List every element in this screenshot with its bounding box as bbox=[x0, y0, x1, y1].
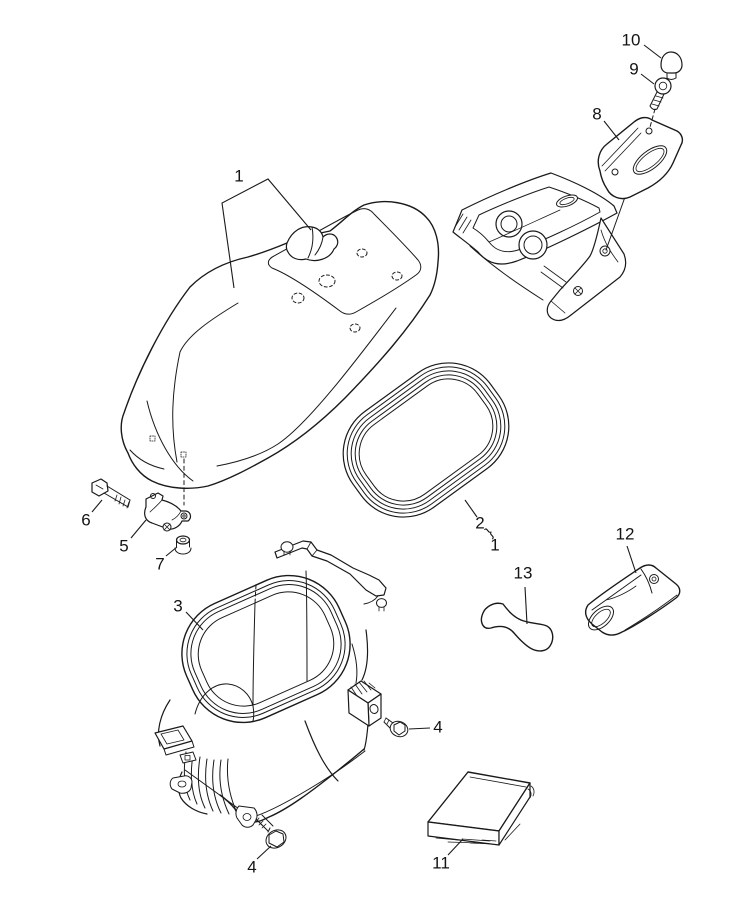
callout-1-leader bbox=[221, 178, 312, 289]
callout-13-leader bbox=[524, 586, 528, 625]
callout-12-label: 12 bbox=[616, 525, 635, 544]
frame-hatching bbox=[454, 213, 472, 234]
callout-2-label: 2 bbox=[475, 514, 484, 533]
storage-box-part bbox=[154, 540, 387, 828]
callout-2-leader bbox=[464, 499, 478, 518]
button-bolt bbox=[280, 541, 294, 556]
callout-11-label: 11 bbox=[432, 854, 450, 873]
seat-latch-cover bbox=[285, 226, 339, 262]
callout-4-label: 4 bbox=[247, 858, 256, 877]
callout-6-leader bbox=[91, 499, 103, 513]
bolt-axis-line bbox=[649, 108, 656, 128]
callout-4-label: 4 bbox=[433, 718, 442, 737]
seal-ring-part bbox=[342, 362, 510, 518]
callout-5-label: 5 bbox=[119, 537, 128, 556]
callout-3-label: 3 bbox=[173, 597, 182, 616]
callout-1-label: 1 bbox=[234, 167, 243, 186]
callout-7-label: 7 bbox=[155, 555, 164, 574]
manual-book-part bbox=[427, 771, 535, 846]
lock-bracket-part bbox=[597, 108, 684, 251]
carrier-frame-part bbox=[452, 172, 627, 322]
callout-10-label: 10 bbox=[622, 31, 641, 50]
band-part bbox=[480, 602, 554, 652]
box-bolt-tab bbox=[235, 805, 258, 828]
callout-10-leader bbox=[643, 44, 662, 59]
assembly-arrow bbox=[184, 769, 247, 815]
callout-8-label: 8 bbox=[592, 105, 601, 124]
cap-10-part bbox=[660, 51, 683, 80]
callout-7-leader bbox=[165, 546, 178, 557]
callout-5-leader bbox=[130, 519, 147, 539]
nut-7-part bbox=[174, 535, 192, 555]
callout-13-label: 13 bbox=[514, 564, 533, 583]
seat-part bbox=[120, 200, 440, 506]
bolt-4-right-part bbox=[383, 717, 409, 738]
bolt-9-part bbox=[649, 77, 672, 111]
callout-12-leader bbox=[626, 545, 637, 574]
box-side-block bbox=[347, 680, 382, 727]
callout-4-leader bbox=[256, 845, 272, 860]
box-latch-clip bbox=[154, 725, 197, 764]
button-bolt bbox=[376, 598, 387, 612]
seat-screw-holes bbox=[291, 248, 403, 333]
callout-3-leader bbox=[185, 611, 204, 631]
hinge-bracket-5-part bbox=[144, 492, 192, 532]
tool-bag-part bbox=[584, 564, 681, 636]
callout-1-label: 1 bbox=[490, 536, 499, 555]
callout-11-leader bbox=[447, 838, 464, 856]
callout-9-label: 9 bbox=[629, 60, 638, 79]
callout-9-leader bbox=[640, 73, 655, 85]
page-edges bbox=[435, 785, 535, 845]
callout-8-leader bbox=[603, 120, 620, 141]
callout-4-leader bbox=[408, 727, 431, 730]
callout-6-label: 6 bbox=[81, 511, 90, 530]
box-rim bbox=[181, 574, 351, 724]
hinge-bolt-6-part bbox=[91, 478, 131, 509]
bolt-4-bottom-part bbox=[255, 814, 287, 849]
box-foot-tab bbox=[169, 775, 193, 794]
